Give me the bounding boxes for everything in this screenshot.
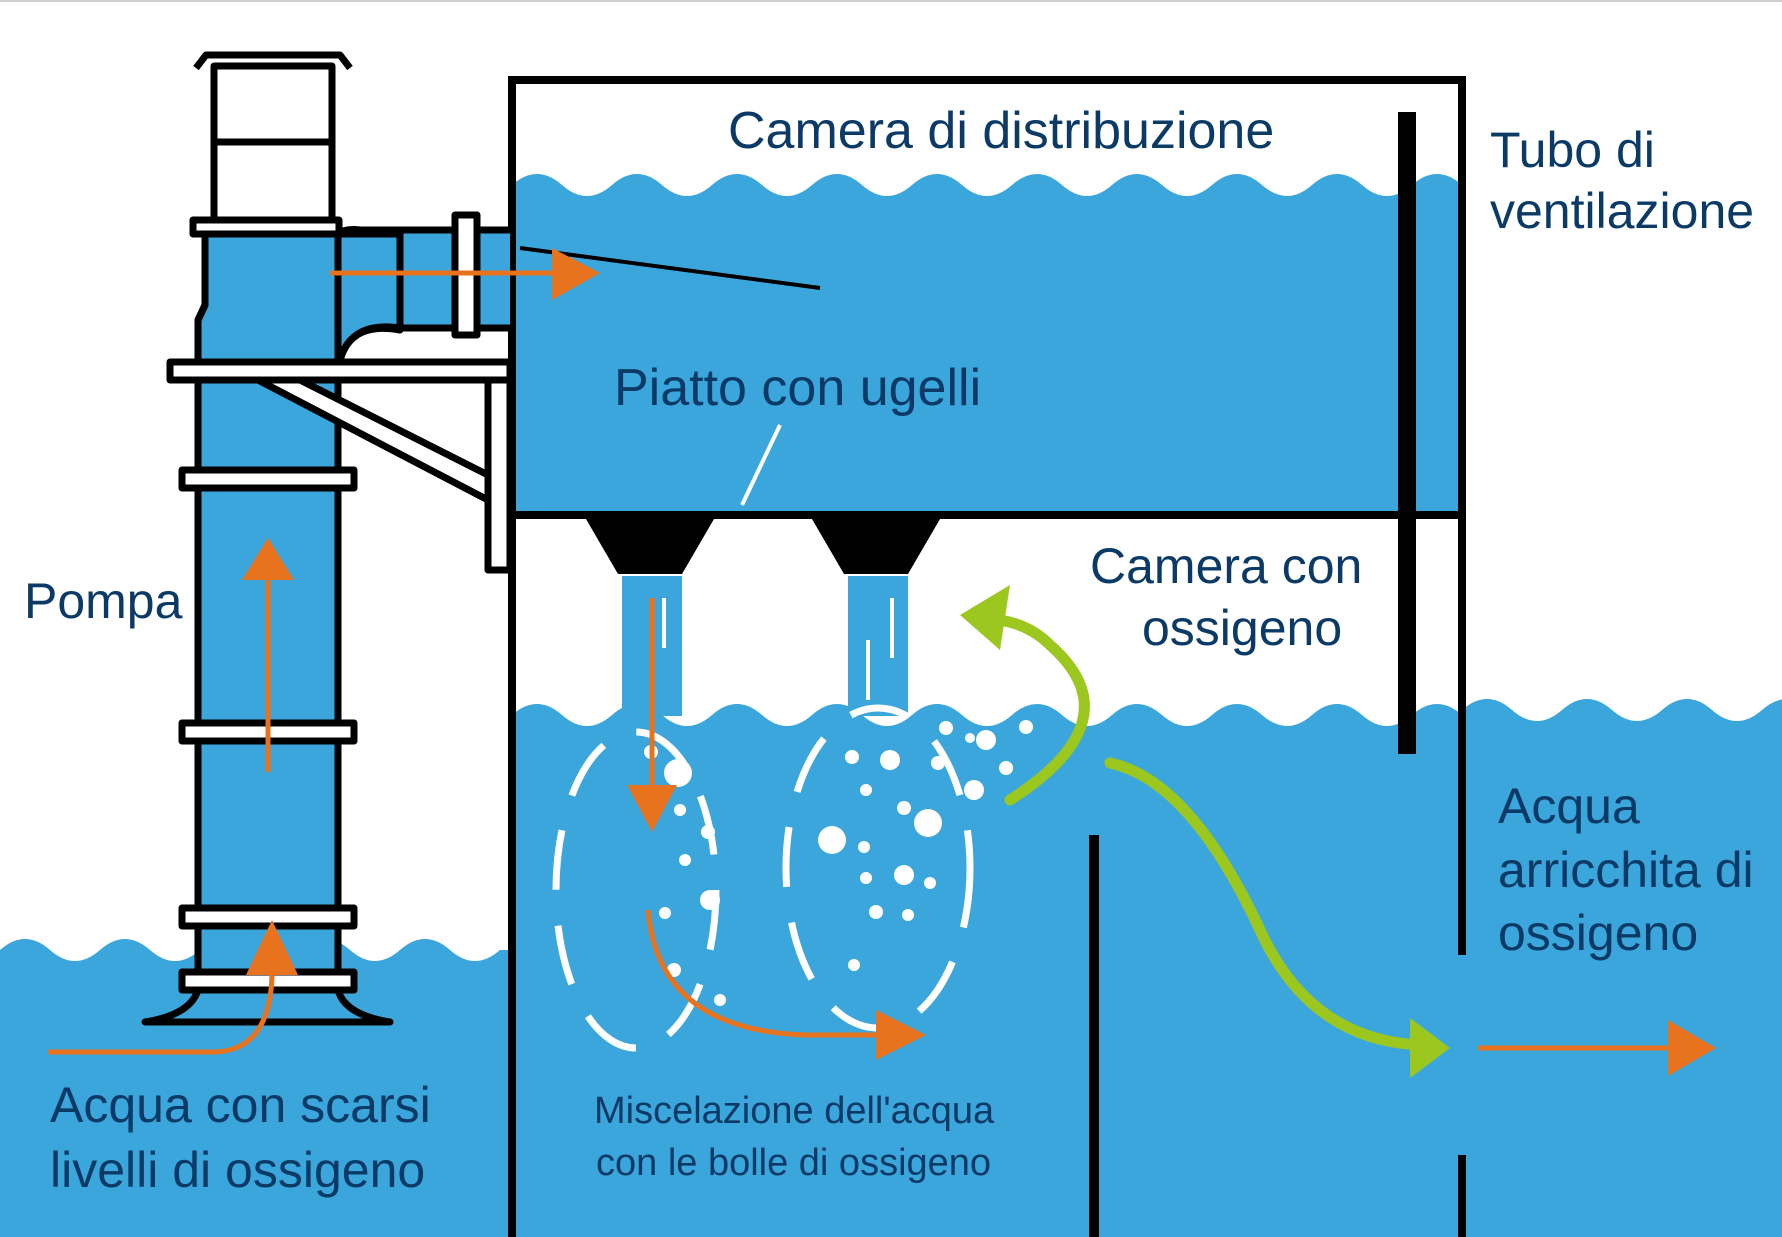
arrowhead-outlet <box>1668 1020 1716 1076</box>
top-border <box>0 0 1782 2</box>
flow-arrows <box>48 270 1674 1055</box>
label-enriched-water: Acqua <box>1498 778 1640 834</box>
label-enriched-water: ossigeno <box>1498 905 1698 961</box>
arrowhead-mixing <box>876 1010 926 1060</box>
arrowhead-intake <box>246 920 298 975</box>
label-vent-tube: ventilazione <box>1490 183 1754 239</box>
label-enriched-water: arricchita di <box>1498 842 1754 898</box>
label-vent-tube: Tubo di <box>1490 122 1655 178</box>
label-pump: Pompa <box>24 573 183 629</box>
pump <box>141 51 514 1026</box>
inlet-deflector <box>519 246 821 290</box>
arrowhead-pump-up <box>242 538 294 580</box>
mixing-swirl-left <box>552 728 720 1052</box>
label-low-oxygen-water: livelli di ossigeno <box>50 1142 425 1198</box>
outer-water-left <box>0 939 512 1237</box>
label-nozzle-plate: Piatto con ugelli <box>614 359 981 417</box>
arrowhead-jet-down <box>627 785 677 832</box>
label-oxygen-chamber: ossigeno <box>1142 600 1342 656</box>
arrowhead-oxygen-out <box>1410 1018 1450 1078</box>
oxygen-chamber-water <box>512 704 1462 1237</box>
vent-tube <box>1398 112 1416 754</box>
distribution-chamber-water <box>512 174 1462 515</box>
oxygen-bubbles <box>644 720 1033 1006</box>
label-distribution-chamber: Camera di distribuzione <box>728 102 1274 160</box>
label-mixing: Miscelazione dell'acqua <box>594 1090 995 1132</box>
nozzle-left <box>586 519 714 574</box>
jet-right <box>848 576 908 716</box>
tank-outline <box>508 76 1466 1237</box>
arrowhead-oxygen-return <box>960 585 1010 650</box>
label-mixing: con le bolle di ossigeno <box>596 1142 991 1184</box>
nozzle-right <box>812 519 940 574</box>
flow-arrowheads <box>242 248 1716 1076</box>
arrowhead-inlet <box>552 248 600 300</box>
internal-baffle <box>1089 835 1099 1237</box>
oxygen-arrows <box>994 614 1426 1051</box>
nozzle-plate-pointer <box>740 424 782 506</box>
label-low-oxygen-water: Acqua con scarsi <box>50 1077 431 1133</box>
outer-water-right <box>1462 699 1782 1237</box>
label-oxygen-chamber: Camera con <box>1090 538 1362 594</box>
oxygen-arrowheads <box>960 585 1450 1078</box>
